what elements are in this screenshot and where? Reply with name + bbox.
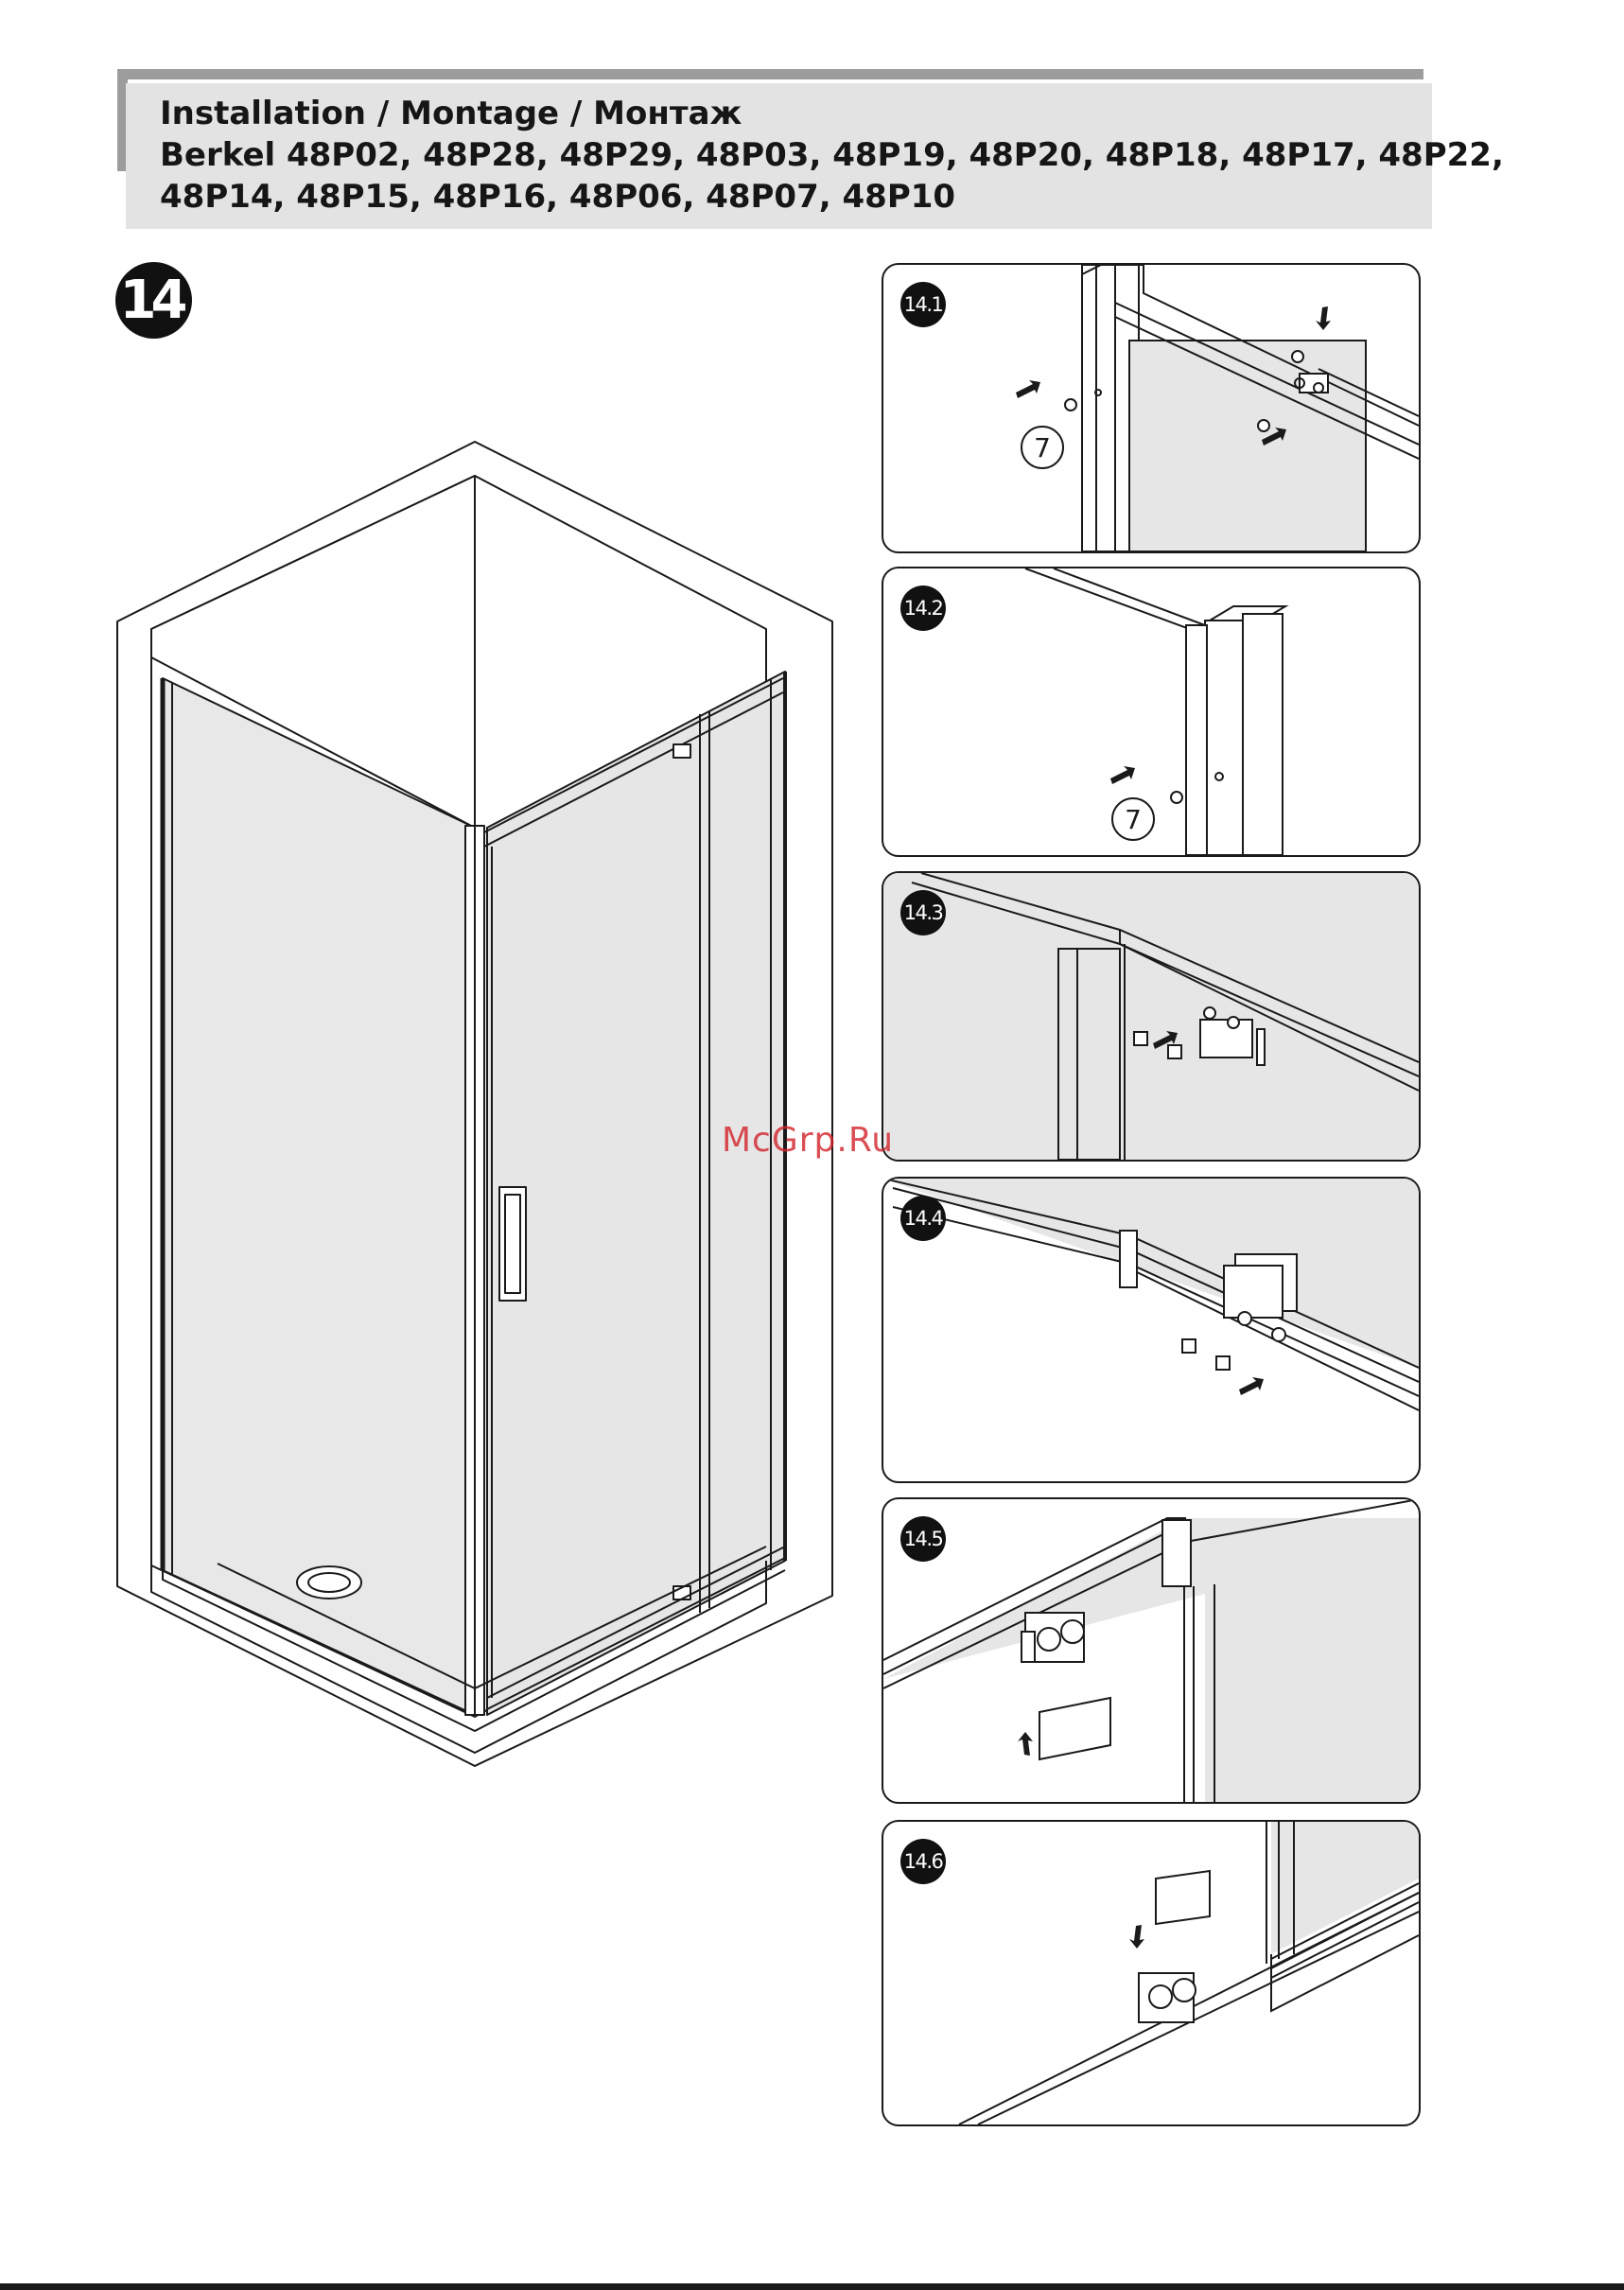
panel-label-14-6: 14.6: [900, 1839, 946, 1884]
panel-label-14-3: 14.3: [900, 890, 946, 935]
header-models-line-2: 48P14, 48P15, 48P16, 48P06, 48P07, 48P10: [160, 176, 1432, 218]
detail-panel-14-4: 14.4: [882, 1177, 1421, 1483]
detail-panel-14-3: 14.3: [882, 871, 1421, 1162]
part-callout-14-2: 7: [1125, 804, 1142, 835]
page-header: Installation / Montage / Монтаж Berkel 4…: [126, 83, 1432, 229]
step-number-badge: 14: [115, 262, 192, 339]
detail-panel-14-1: 7 14.1: [882, 263, 1421, 553]
shower-enclosure-drawing: [104, 430, 842, 1774]
footer-rule: [0, 2283, 1624, 2290]
header-title: Installation / Montage / Монтаж: [160, 93, 1432, 134]
panel-label-14-4: 14.4: [900, 1196, 946, 1241]
detail-drawing-14-1: 7: [883, 265, 1419, 551]
panel-label-14-1: 14.1: [900, 282, 946, 327]
detail-panel-14-2: 7 14.2: [882, 567, 1421, 857]
detail-drawing-14-5: [883, 1499, 1419, 1802]
watermark-text: McGrp.Ru: [722, 1121, 894, 1160]
header-models-line-1: Berkel 48P02, 48P28, 48P29, 48P03, 48P19…: [160, 134, 1432, 176]
detail-drawing-14-4: [883, 1179, 1419, 1481]
detail-drawing-14-2: 7: [883, 568, 1419, 855]
panel-label-14-5: 14.5: [900, 1516, 946, 1562]
panel-label-14-2: 14.2: [900, 586, 946, 631]
detail-panel-14-6: 14.6: [882, 1820, 1421, 2126]
detail-drawing-14-3: [883, 873, 1419, 1160]
header-top-rule: [117, 69, 1423, 79]
detail-drawing-14-6: [883, 1822, 1419, 2124]
part-callout-14-1: 7: [1034, 432, 1051, 463]
detail-panel-14-5: 14.5: [882, 1497, 1421, 1804]
